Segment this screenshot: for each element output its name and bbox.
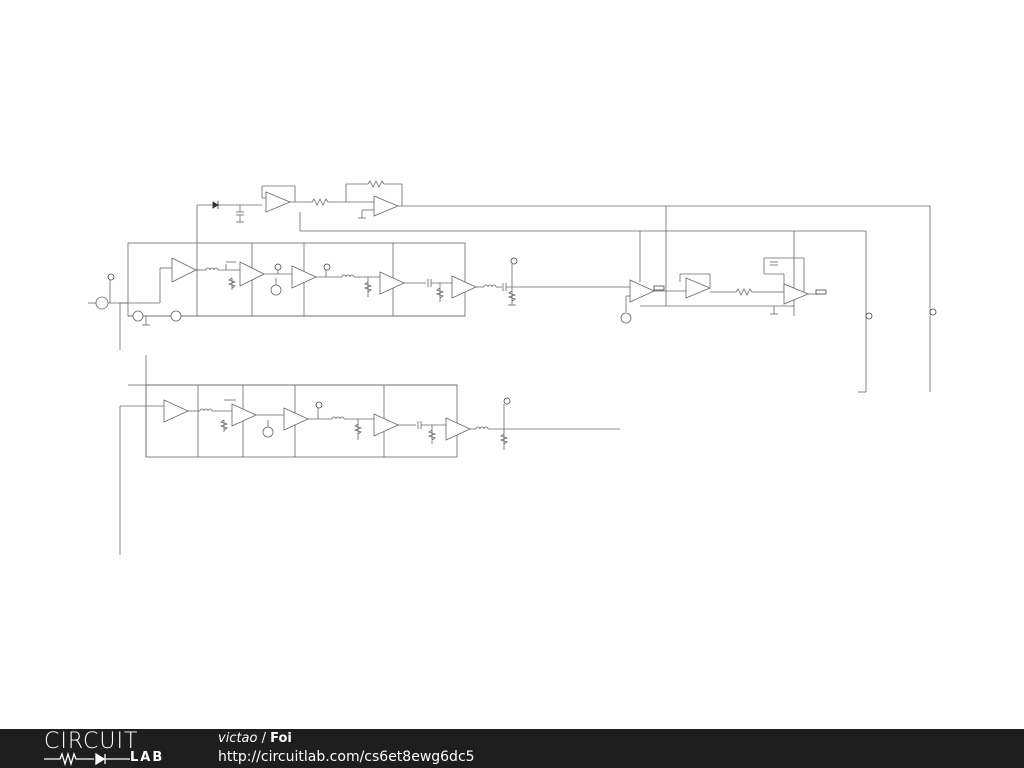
opamp-lower-stage-5	[445, 417, 471, 441]
opamp-output-2	[685, 277, 712, 299]
upper-filter-chain	[88, 242, 630, 350]
opamp-output-3	[783, 283, 810, 305]
author-link[interactable]: victao	[218, 731, 258, 746]
opamp-stage-4	[379, 271, 405, 295]
schematic-url[interactable]: http://circuitlab.com/cs6et8ewg6dc5	[218, 749, 475, 765]
opamp-lower-stage-4	[373, 413, 399, 437]
logo-waveform-icon	[44, 752, 130, 766]
logo-text-lab: LAB	[130, 750, 165, 765]
opamp-stage-5	[451, 275, 477, 299]
opamp-stage-3	[291, 265, 317, 289]
circuit-schematic	[88, 180, 937, 555]
ac-source-symbol	[95, 296, 109, 310]
opamp-stage-1	[171, 257, 197, 283]
opamp-lower-stage-3	[283, 407, 309, 431]
opamp-stage-2	[239, 261, 265, 287]
opamp-lower-stage-2	[231, 403, 257, 427]
detector-branch	[196, 180, 931, 393]
diode-symbol	[212, 201, 219, 209]
opamp-buffer-top	[265, 191, 292, 213]
footer-bar: CIRCUIT LAB victao / Foi http://circuitl…	[0, 729, 1024, 768]
credits: victao / Foi http://circuitlab.com/cs6et…	[218, 730, 475, 766]
lower-filter-chain	[119, 355, 620, 555]
inductor-symbol	[205, 267, 219, 271]
opamp-lower-stage-1	[163, 399, 189, 423]
schematic-title[interactable]: Foi	[270, 731, 292, 746]
logo-text-circuit: CIRCUIT	[44, 729, 139, 754]
resistor-symbol	[311, 198, 329, 206]
title-separator: /	[257, 731, 271, 746]
probe-markers	[107, 257, 937, 409]
circuitlab-logo[interactable]: CIRCUIT LAB	[44, 729, 176, 766]
opamp-amplifier-top	[373, 195, 400, 217]
output-stage	[620, 206, 820, 324]
opamp-output-1	[629, 279, 655, 303]
